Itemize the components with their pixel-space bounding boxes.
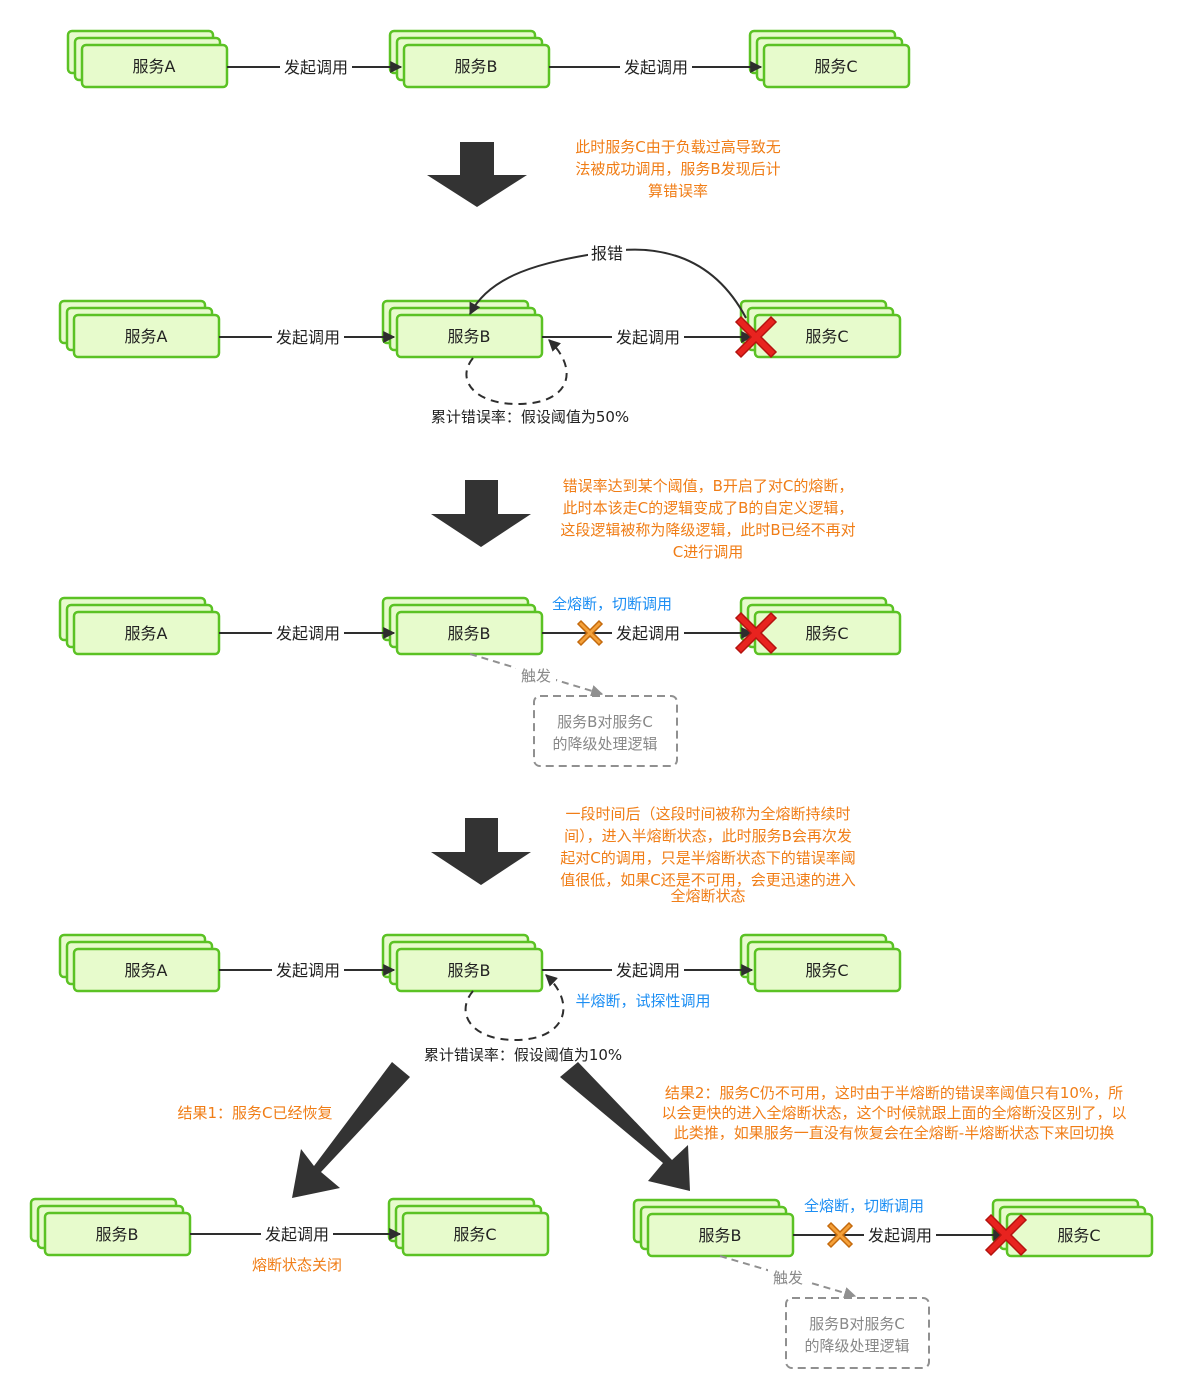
svg-text:这段逻辑被称为降级逻辑，此时B已经不再对: 这段逻辑被称为降级逻辑，此时B已经不再对 [560,521,855,539]
transition-arrow-1 [427,142,527,207]
service-b-node: 服务B [381,933,544,993]
service-b-node: 服务B [388,29,551,89]
stage-2: 服务A 服务B 服务C 发起调用 发起调用 报错 累计错误率：假设阈值为50% [58,242,902,426]
svg-text:此时服务C由于负载过高导致无: 此时服务C由于负载过高导致无 [575,138,780,156]
service-c-label: 服务C [805,624,848,643]
svg-text:错误率达到某个阈值，B开启了对C的熔断，: 错误率达到某个阈值，B开启了对C的熔断， [563,477,854,495]
service-b-label: 服务B [699,1226,742,1245]
svg-text:全熔断状态: 全熔断状态 [670,887,745,905]
service-a-label: 服务A [125,624,168,643]
edge-label-a-b: 发起调用 [276,624,340,643]
fallback-logic-box: 服务B对服务C 的降级处理逻辑 [533,695,678,767]
svg-text:此时本该走C的逻辑变成了B的自定义逻辑，: 此时本该走C的逻辑变成了B的自定义逻辑， [563,499,854,517]
error-rate-label: 累计错误率：假设阈值为50% [431,408,629,426]
service-c-node: 服务C [748,29,911,89]
service-b-node: 服务B [381,596,544,656]
half-break-label: 半熔断，试探性调用 [575,992,710,1010]
edge-label-b-c: 发起调用 [616,624,680,643]
svg-text:一段时间后（这段时间被称为全熔断持续时: 一段时间后（这段时间被称为全熔断持续时 [565,805,850,823]
service-b-label: 服务B [455,57,498,76]
svg-text:此类推，如果服务一直没有恢复会在全熔断-半熔断状态下来回切换: 此类推，如果服务一直没有恢复会在全熔断-半熔断状态下来回切换 [674,1124,1114,1142]
service-c-label: 服务C [805,961,848,980]
service-a-node: 服务A [58,596,221,656]
error-rate-loop [464,974,565,1042]
stage-1: 服务A 服务B 服务C 发起调用 发起调用 [66,29,911,89]
service-c-node: 服务C [739,933,902,993]
service-c-node: 服务C [739,596,902,656]
service-b-node: 服务B [381,299,544,359]
service-a-node: 服务A [58,933,221,993]
svg-text:结果2：服务C仍不可用，这时由于半熔断的错误率阈值只有10%: 结果2：服务C仍不可用，这时由于半熔断的错误率阈值只有10%，所 [665,1084,1123,1102]
result-2-arrow [560,1062,690,1191]
service-b-node: 服务B [29,1197,192,1257]
trigger-edge [469,653,604,697]
result-1-arrow [292,1062,410,1198]
trigger-label: 触发 [521,667,551,685]
fallback-logic-box: 服务B对服务C 的降级处理逻辑 [785,1297,930,1369]
error-rate-loop [465,339,568,406]
service-b-label: 服务B [448,624,491,643]
stage-3-note: 错误率达到某个阈值，B开启了对C的熔断， 此时本该走C的逻辑变成了B的自定义逻辑… [560,477,855,561]
stage-4-note: 一段时间后（这段时间被称为全熔断持续时 间），进入半熔断状态，此时服务B会再次发… [560,805,855,905]
edge-label-a-b: 发起调用 [276,328,340,347]
service-c-node: 服务C [387,1197,550,1257]
svg-text:服务B对服务C: 服务B对服务C [809,1315,905,1333]
service-c-node: 服务C [739,299,902,359]
stage-3: 服务A 服务B 服务C 发起调用 发起调用 全熔断，切断调用 触发 服务B对服务… [58,595,902,767]
service-c-label: 服务C [453,1225,496,1244]
error-rate-label: 累计错误率：假设阈值为10% [424,1046,622,1064]
transition-arrow-3 [431,818,531,885]
service-b-label: 服务B [448,327,491,346]
edge-label-b-c: 发起调用 [616,328,680,347]
svg-text:的降级处理逻辑: 的降级处理逻辑 [552,735,657,753]
edge-label-b-c: 发起调用 [868,1226,932,1245]
full-break-label: 全熔断，切断调用 [552,595,672,613]
service-c-label: 服务C [1057,1226,1100,1245]
svg-text:间），进入半熔断状态，此时服务B会再次发: 间），进入半熔断状态，此时服务B会再次发 [564,827,852,845]
service-a-node: 服务A [66,29,229,89]
transition-arrow-2 [431,480,531,547]
service-a-label: 服务A [133,57,176,76]
service-a-label: 服务A [125,961,168,980]
edge-label-b-c: 发起调用 [624,58,688,77]
svg-text:法被成功调用，服务B发现后计: 法被成功调用，服务B发现后计 [575,160,780,178]
svg-text:的降级处理逻辑: 的降级处理逻辑 [804,1337,909,1355]
full-break-label: 全熔断，切断调用 [804,1197,924,1215]
trigger-label: 触发 [773,1269,803,1287]
service-c-label: 服务C [814,57,857,76]
svg-text:以会更快的进入全熔断状态，这个时候就跟上面的全熔断没区别了，: 以会更快的进入全熔断状态，这个时候就跟上面的全熔断没区别了，以 [661,1104,1126,1122]
service-b-label: 服务B [448,961,491,980]
service-b-node: 服务B [632,1198,795,1258]
service-a-label: 服务A [125,327,168,346]
service-a-node: 服务A [58,299,221,359]
service-b-label: 服务B [96,1225,139,1244]
service-c-label: 服务C [805,327,848,346]
svg-text:服务B对服务C: 服务B对服务C [557,713,653,731]
edge-label-b-c: 发起调用 [616,961,680,980]
breaker-closed-label: 熔断状态关闭 [252,1256,342,1274]
edge-label-b-c: 发起调用 [265,1225,329,1244]
result-2: 服务B 服务C 发起调用 全熔断，切断调用 触发 服务B对服务C 的降级处理逻辑 [632,1197,1154,1369]
svg-text:起对C的调用，只是半熔断状态下的错误率阈: 起对C的调用，只是半熔断状态下的错误率阈 [560,849,855,867]
stage-4: 服务A 服务B 服务C 发起调用 发起调用 半熔断，试探性调用 累计错误率：假设… [58,933,902,1064]
stage-2-note: 此时服务C由于负载过高导致无 法被成功调用，服务B发现后计 算错误率 [575,138,780,200]
edge-label-a-b: 发起调用 [276,961,340,980]
edge-label-a-b: 发起调用 [284,58,348,77]
result-1: 服务B 服务C 发起调用 熔断状态关闭 [29,1197,550,1274]
svg-text:C进行调用: C进行调用 [673,543,743,561]
result-2-title: 结果2：服务C仍不可用，这时由于半熔断的错误率阈值只有10%，所 以会更快的进入… [661,1084,1126,1142]
error-label: 报错 [591,244,623,263]
result-1-title: 结果1：服务C已经恢复 [177,1104,332,1122]
svg-text:值很低，如果C还是不可用，会更迅速的进入: 值很低，如果C还是不可用，会更迅速的进入 [560,871,855,889]
svg-text:算错误率: 算错误率 [648,182,708,200]
